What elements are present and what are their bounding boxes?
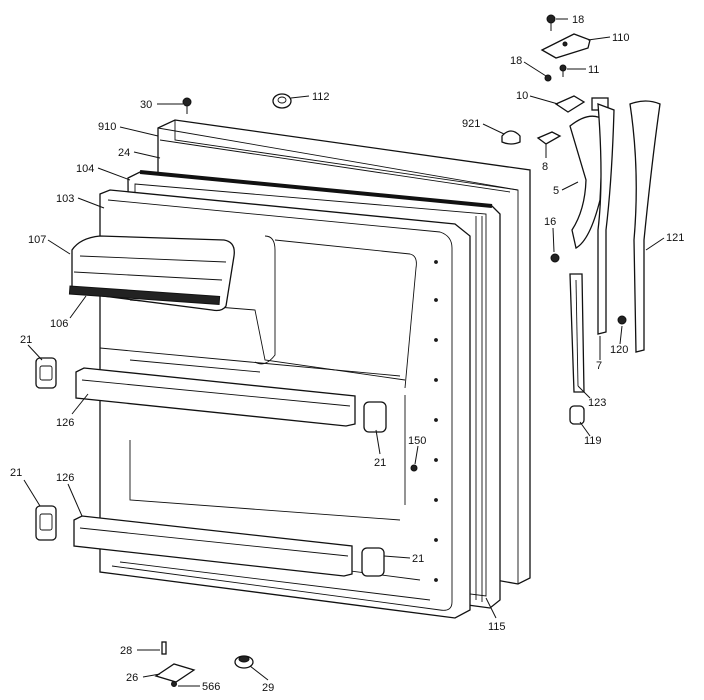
- pin-28: [161, 641, 167, 655]
- plug-112: [272, 93, 292, 109]
- callout-30: 30: [140, 99, 152, 111]
- screw-11: [559, 64, 567, 77]
- screw-16: [550, 253, 560, 263]
- screw-18-mid: [544, 74, 552, 82]
- shelf-bracket-lower-left: [35, 505, 57, 541]
- cap-921: [501, 130, 521, 145]
- callout-106: 106: [50, 318, 68, 330]
- callout-921: 921: [462, 118, 480, 130]
- screw-120: [617, 315, 627, 325]
- handle-bar-123: [569, 273, 585, 393]
- callout-18-mid: 18: [510, 55, 522, 67]
- callout-8: 8: [542, 161, 548, 173]
- callout-29: 29: [262, 682, 274, 694]
- screw-566: [171, 681, 177, 687]
- dairy-compartment: [68, 235, 235, 312]
- callout-112: 112: [312, 91, 330, 103]
- screw-18-top: [546, 14, 556, 31]
- callout-28: 28: [120, 645, 132, 657]
- hinge-bracket-5: [569, 115, 605, 250]
- shelf-bracket-upper-right: [363, 401, 387, 433]
- bushing-29: [234, 655, 254, 669]
- callout-119: 119: [584, 435, 602, 447]
- callout-566: 566: [202, 681, 220, 693]
- callout-21-lower-left: 21: [10, 467, 22, 479]
- callout-104: 104: [76, 163, 94, 175]
- callout-110: 110: [612, 32, 630, 44]
- callout-16: 16: [544, 216, 556, 228]
- plate-26: [154, 663, 196, 683]
- hinge-plate-110: [540, 33, 591, 59]
- callout-24: 24: [118, 147, 130, 159]
- stop-119: [569, 405, 585, 425]
- callout-21-upper-right: 21: [374, 457, 386, 469]
- callout-126-lower: 126: [56, 472, 74, 484]
- callout-120: 120: [610, 344, 628, 356]
- callout-123: 123: [588, 397, 606, 409]
- upper-shelf-bar: [75, 367, 356, 427]
- callout-18-top: 18: [572, 14, 584, 26]
- callout-labels: 18 110 18 11 10 30 112 921 910 8 24 104 …: [10, 14, 684, 694]
- callout-115: 115: [488, 621, 506, 633]
- shim-8: [536, 131, 562, 145]
- leader-lines: [23, 18, 665, 687]
- callout-150: 150: [408, 435, 426, 447]
- shelf-bracket-upper-left: [35, 357, 57, 389]
- callout-103: 103: [56, 193, 74, 205]
- callout-26: 26: [126, 672, 138, 684]
- shelf-bracket-lower-right: [361, 547, 385, 577]
- callout-5: 5: [553, 185, 559, 197]
- callout-11: 11: [588, 64, 599, 76]
- door-handle-7: [597, 103, 615, 335]
- callout-21-upper-left: 21: [20, 334, 32, 346]
- callout-910: 910: [98, 121, 116, 133]
- screw-150: [410, 464, 418, 472]
- handle-trim-121: [629, 100, 661, 353]
- screw-30: [182, 97, 192, 114]
- callout-21-lower-right: 21: [412, 553, 424, 565]
- callout-126-upper: 126: [56, 417, 74, 429]
- callout-107: 107: [28, 234, 46, 246]
- callout-7: 7: [596, 360, 602, 372]
- callout-10: 10: [516, 90, 528, 102]
- callout-121: 121: [666, 232, 684, 244]
